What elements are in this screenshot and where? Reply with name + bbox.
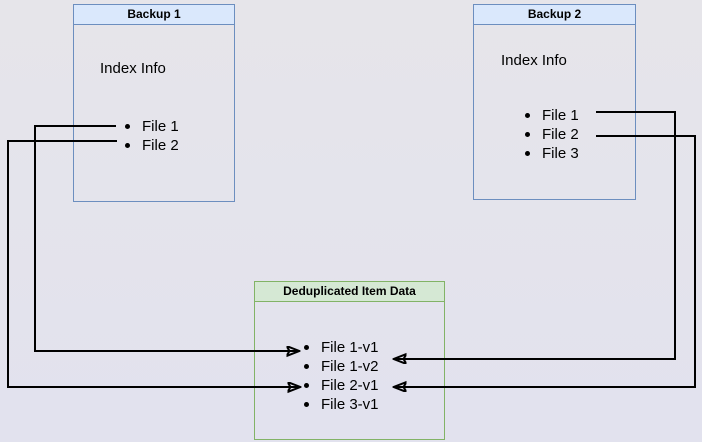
- backup2-box: Backup 2: [473, 4, 636, 200]
- list-item: File 1: [525, 106, 579, 125]
- dedup-title: Deduplicated Item Data: [255, 282, 444, 302]
- bullet-icon: [525, 132, 530, 137]
- list-item-label: File 3-v1: [321, 396, 379, 413]
- list-item-label: File 2: [542, 126, 579, 143]
- list-item-label: File 2-v1: [321, 377, 379, 394]
- backup2-subtitle: Index Info: [501, 52, 567, 69]
- backup1-subtitle: Index Info: [100, 60, 166, 77]
- list-item: File 3: [525, 144, 579, 163]
- list-item-label: File 2: [142, 137, 179, 154]
- list-item: File 2: [125, 136, 179, 155]
- list-item-label: File 1: [542, 107, 579, 124]
- bullet-icon: [304, 364, 309, 369]
- list-item: File 2: [525, 125, 579, 144]
- list-item: File 1-v2: [304, 357, 379, 376]
- list-item-label: File 1-v1: [321, 339, 379, 356]
- bullet-icon: [525, 151, 530, 156]
- list-item: File 3-v1: [304, 395, 379, 414]
- backup2-file-list: File 1 File 2 File 3: [525, 106, 579, 163]
- list-item-label: File 3: [542, 145, 579, 162]
- list-item-label: File 1-v2: [321, 358, 379, 375]
- bullet-icon: [304, 345, 309, 350]
- list-item-label: File 1: [142, 118, 179, 135]
- bullet-icon: [125, 143, 130, 148]
- list-item: File 1: [125, 117, 179, 136]
- list-item: File 2-v1: [304, 376, 379, 395]
- bullet-icon: [304, 402, 309, 407]
- bullet-icon: [304, 383, 309, 388]
- bullet-icon: [525, 113, 530, 118]
- bullet-icon: [125, 124, 130, 129]
- backup1-box: Backup 1: [73, 4, 235, 202]
- backup2-title: Backup 2: [474, 5, 635, 25]
- dedup-file-list: File 1-v1 File 1-v2 File 2-v1 File 3-v1: [304, 338, 379, 414]
- backup1-file-list: File 1 File 2: [125, 117, 179, 155]
- backup1-title: Backup 1: [74, 5, 234, 25]
- list-item: File 1-v1: [304, 338, 379, 357]
